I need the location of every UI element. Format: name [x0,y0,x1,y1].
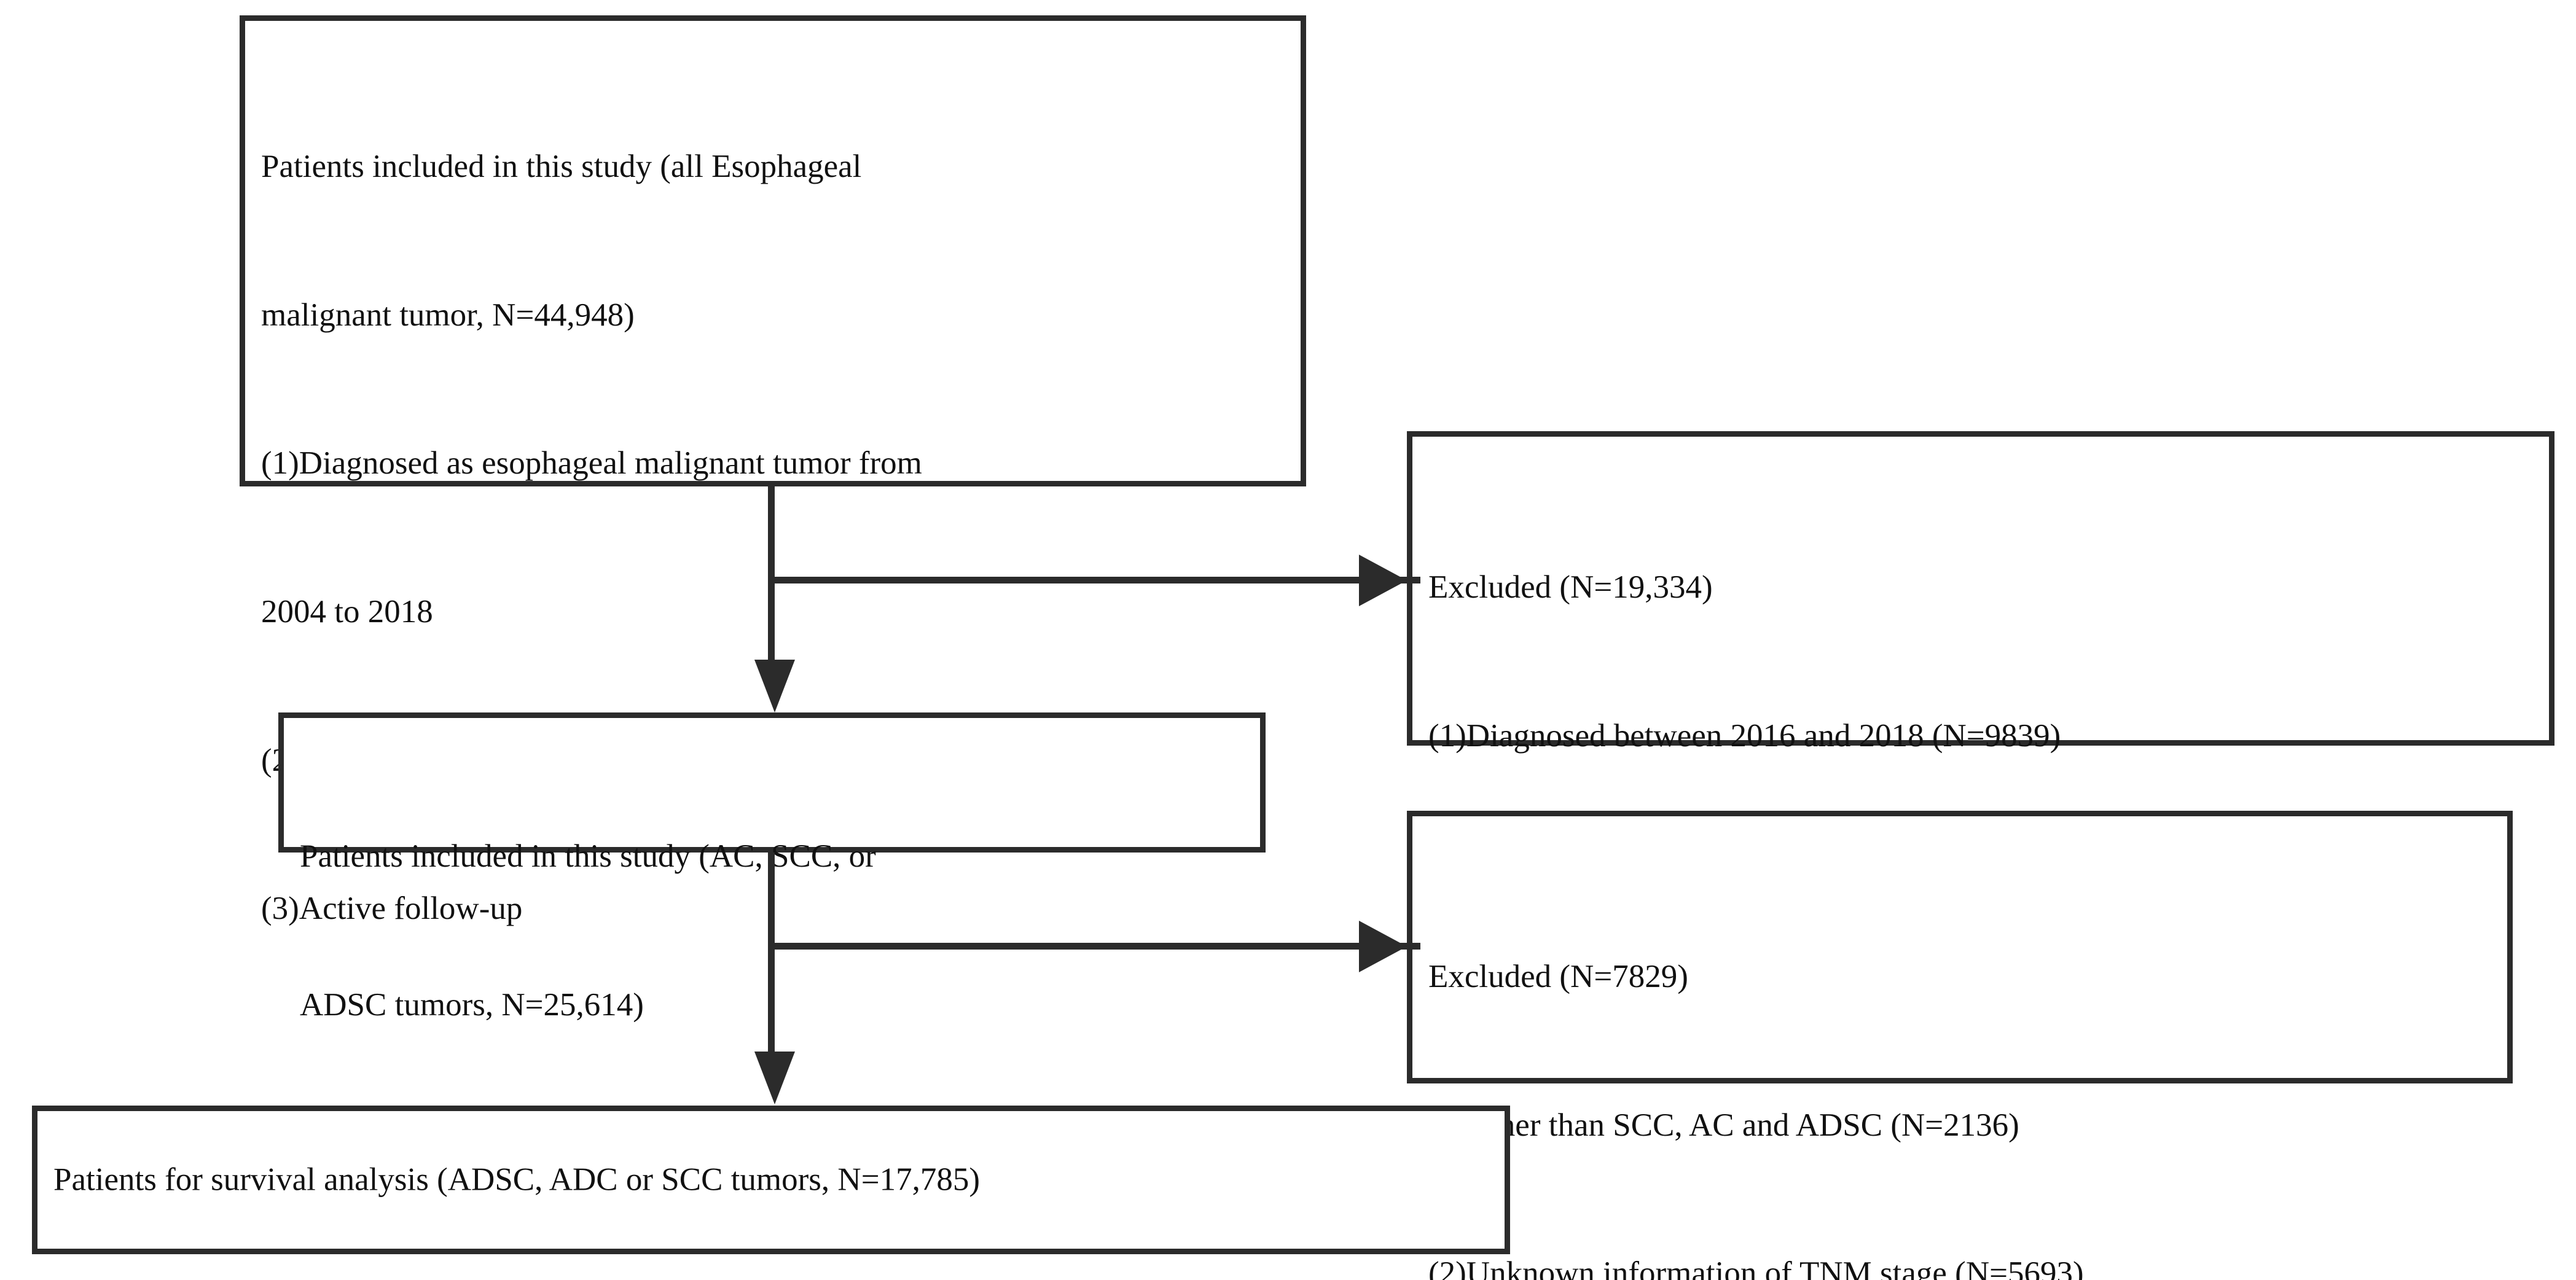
node-final-cohort: Patients for survival analysis (ADSC, AD… [32,1106,1510,1254]
node-cohort-all-line-1: Patients included in this study (all Eso… [261,149,862,185]
node-cohort-all-line-3: (1)Diagnosed as esophageal malignant tum… [261,445,922,482]
node-final-cohort-text: Patients for survival analysis (ADSC, AD… [53,1056,1495,1280]
arrow-right-icon-two [1359,921,1407,972]
node-cohort-histology: Patients included in this study (AC, SCC… [278,712,1266,1023]
node-cohort-all-line-2: malignant tumor, N=44,948) [261,297,635,333]
connector-trunk-two [768,853,775,1055]
node-excluded-two-text: Excluded (N=7829) (1)Other than SCC, AC … [1428,853,2497,1280]
node-cohort-histology-line-1: Patients included in this study (AC, SCC… [300,838,876,875]
node-cohort-all: Patients included in this study (all Eso… [240,15,1306,926]
connector-trunk-one-lower [768,590,775,666]
node-excluded-two-line-2: (1)Other than SCC, AC and ADSC (N=2136) [1428,1107,2019,1143]
arrow-down-icon-two [754,1052,795,1104]
node-excluded-two: Excluded (N=7829) (1)Other than SCC, AC … [1407,811,2513,1280]
node-excluded-one: Excluded (N=19,334) (1)Diagnosed between… [1407,431,2554,1050]
node-excluded-one-line-2: (1)Diagnosed between 2016 and 2018 (N=98… [1428,717,2061,754]
node-excluded-two-line-1: Excluded (N=7829) [1428,959,1688,995]
connector-branch-two [768,943,1420,950]
node-excluded-two-line-3: (2)Unknown information of TNM stage (N=5… [1428,1255,2084,1280]
arrow-down-icon-one [754,660,795,712]
node-excluded-one-line-1: Excluded (N=19,334) [1428,569,1713,606]
connector-branch-one [768,577,1420,583]
node-cohort-histology-line-2: ADSC tumors, N=25,614) [300,986,644,1023]
node-final-cohort-line-1: Patients for survival analysis (ADSC, AD… [53,1161,980,1198]
connector-trunk-one [768,485,775,666]
node-cohort-histology-text: Patients included in this study (AC, SCC… [300,733,1250,1128]
node-cohort-all-line-4: 2004 to 2018 [261,594,433,630]
arrow-right-icon-one [1359,555,1407,606]
node-cohort-all-line-6: (3)Active follow-up [261,891,523,927]
